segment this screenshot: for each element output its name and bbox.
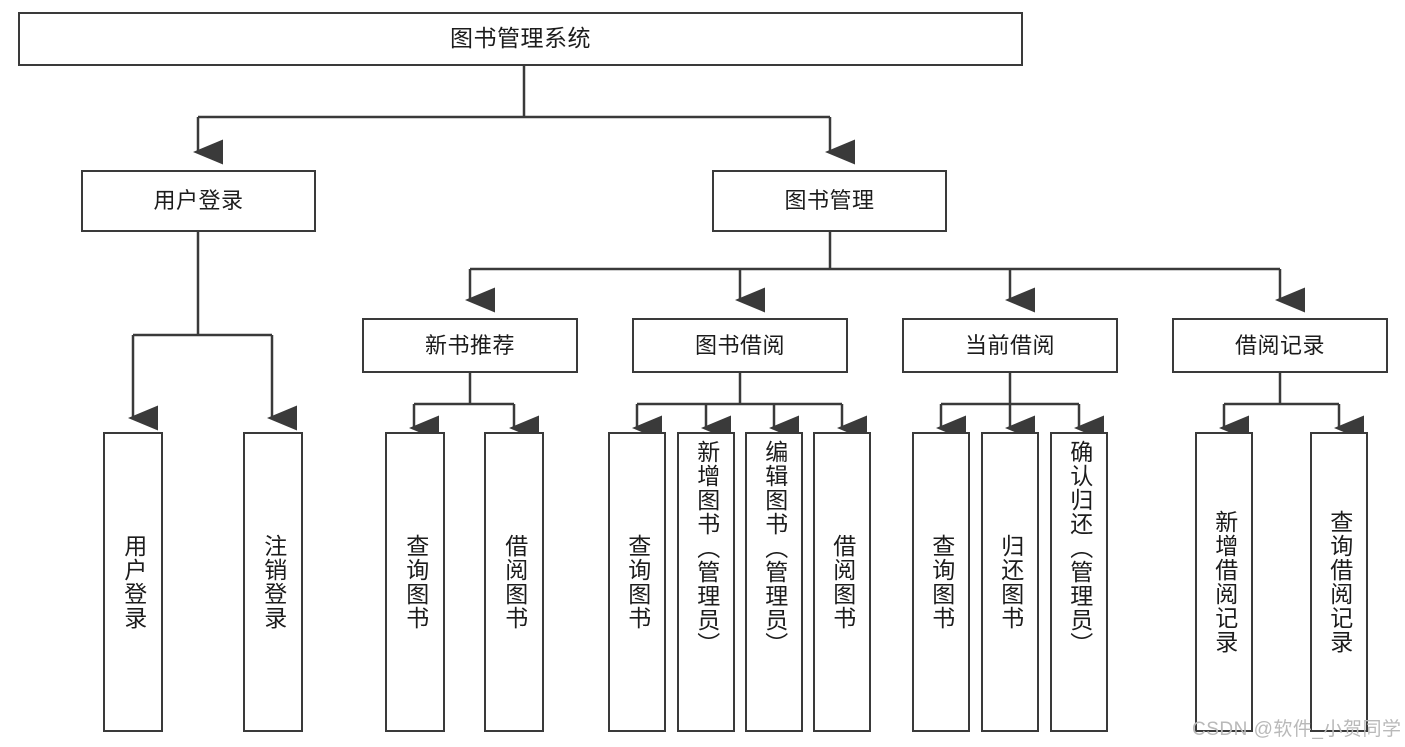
leaf-borrow-query-book[interactable]: 查询图书 (608, 432, 666, 732)
node-book-management[interactable]: 图书管理 (712, 170, 947, 232)
node-label: 注销登录 (260, 534, 287, 630)
node-label: 查询借阅记录 (1326, 510, 1353, 654)
leaf-borrow-borrow-book[interactable]: 借阅图书 (813, 432, 871, 732)
node-label: 编辑图书（管理员） (761, 440, 788, 656)
leaf-borrow-add-book-admin[interactable]: 新增图书（管理员） (677, 432, 735, 732)
node-label: 借阅记录 (1234, 332, 1325, 358)
leaf-recommend-borrow-book[interactable]: 借阅图书 (484, 432, 544, 732)
node-label: 确认归还（管理员） (1066, 440, 1093, 656)
node-label: 新增图书（管理员） (693, 440, 720, 656)
node-label: 新增借阅记录 (1211, 510, 1238, 654)
leaf-recommend-query-book[interactable]: 查询图书 (385, 432, 445, 732)
node-label: 查询图书 (624, 534, 651, 630)
node-label: 借阅图书 (501, 534, 528, 630)
leaf-user-login-signout[interactable]: 注销登录 (243, 432, 303, 732)
node-user-login[interactable]: 用户登录 (81, 170, 316, 232)
leaf-record-query-record[interactable]: 查询借阅记录 (1310, 432, 1368, 732)
node-new-book-recommend[interactable]: 新书推荐 (362, 318, 578, 373)
node-book-borrow[interactable]: 图书借阅 (632, 318, 848, 373)
node-label: 用户登录 (120, 534, 147, 630)
leaf-current-query-book[interactable]: 查询图书 (912, 432, 970, 732)
node-label: 查询图书 (402, 534, 429, 630)
leaf-current-return-book[interactable]: 归还图书 (981, 432, 1039, 732)
node-borrow-record[interactable]: 借阅记录 (1172, 318, 1388, 373)
watermark: CSDN @软件_小贺同学 (1192, 719, 1402, 740)
node-label: 用户登录 (153, 188, 244, 214)
node-label: 新书推荐 (424, 332, 515, 358)
leaf-borrow-edit-book-admin[interactable]: 编辑图书（管理员） (745, 432, 803, 732)
node-label: 图书管理系统 (450, 25, 591, 52)
leaf-record-add-record[interactable]: 新增借阅记录 (1195, 432, 1253, 732)
leaf-user-login-signin[interactable]: 用户登录 (103, 432, 163, 732)
node-label: 归还图书 (997, 534, 1024, 630)
node-label: 图书借阅 (694, 332, 785, 358)
node-label: 借阅图书 (829, 534, 856, 630)
node-label: 图书管理 (784, 188, 875, 214)
node-current-borrow[interactable]: 当前借阅 (902, 318, 1118, 373)
node-label: 当前借阅 (964, 332, 1055, 358)
node-label: 查询图书 (928, 534, 955, 630)
leaf-current-confirm-return-admin[interactable]: 确认归还（管理员） (1050, 432, 1108, 732)
node-book-management-system[interactable]: 图书管理系统 (18, 12, 1023, 66)
